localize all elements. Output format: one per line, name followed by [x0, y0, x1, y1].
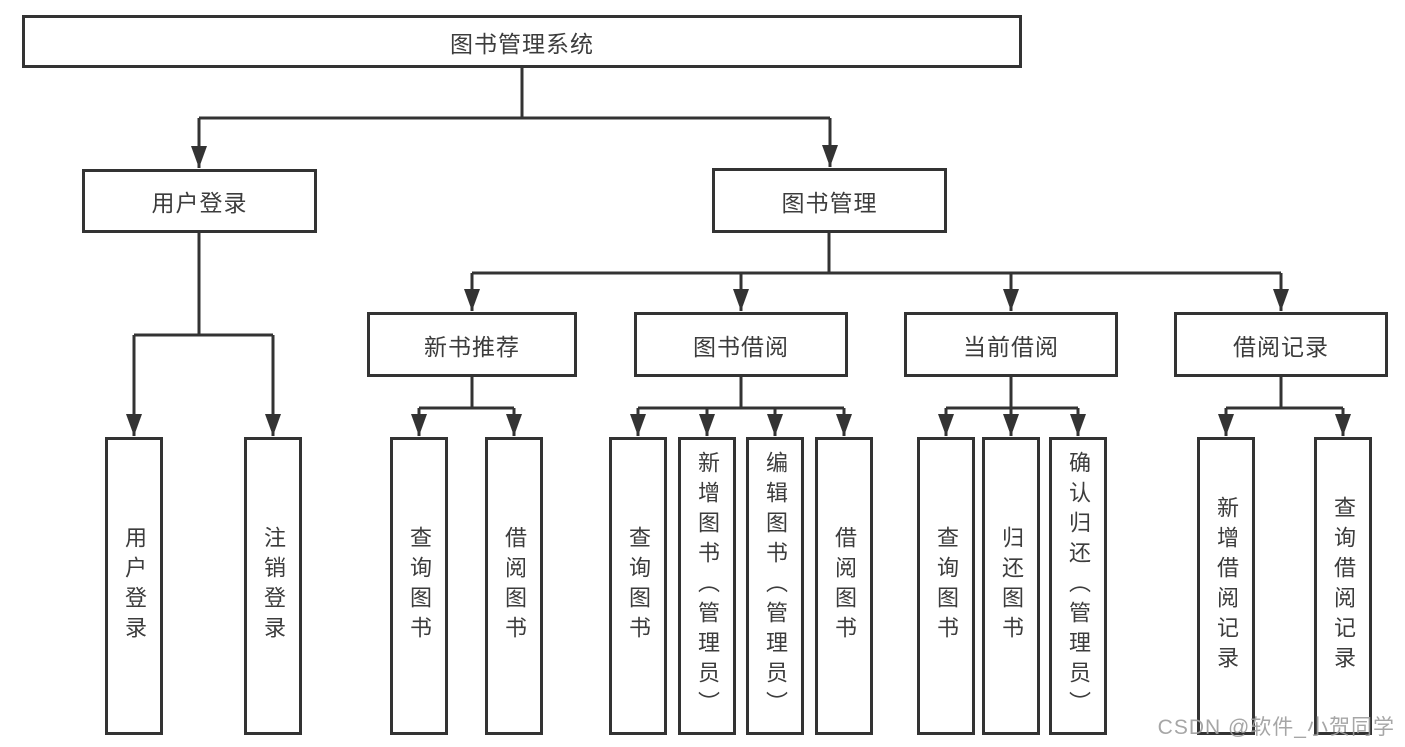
leaf-label: 新增图书（管理员） — [695, 451, 720, 721]
node-leaf-current-query-books: 查询图书 — [917, 437, 975, 735]
leaf-label: 新增借阅记录 — [1214, 496, 1239, 676]
node-leaf-add-books-admin: 新增图书（管理员） — [678, 437, 736, 735]
node-leaf-logout: 注销登录 — [244, 437, 302, 735]
watermark: CSDN @软件_小贺同学 — [1157, 716, 1395, 739]
node-leaf-query-borrow-record: 查询借阅记录 — [1314, 437, 1372, 735]
node-leaf-user-login: 用户登录 — [105, 437, 163, 735]
node-user-login: 用户登录 — [82, 169, 317, 233]
node-book-management: 图书管理 — [712, 168, 947, 233]
node-new-book-recommend: 新书推荐 — [367, 312, 577, 377]
leaf-label: 注销登录 — [261, 526, 286, 646]
node-leaf-edit-books-admin: 编辑图书（管理员） — [746, 437, 804, 735]
node-leaf-confirm-return-admin: 确认归还（管理员） — [1049, 437, 1107, 735]
leaf-label: 借阅图书 — [832, 526, 857, 646]
node-leaf-add-borrow-record: 新增借阅记录 — [1197, 437, 1255, 735]
node-leaf-borrow-books: 借阅图书 — [815, 437, 873, 735]
leaf-label: 编辑图书（管理员） — [763, 451, 788, 721]
leaf-label: 查询图书 — [626, 526, 651, 646]
node-leaf-recommend-query-books: 查询图书 — [390, 437, 448, 735]
leaf-label: 借阅图书 — [502, 526, 527, 646]
node-leaf-recommend-borrow-books: 借阅图书 — [485, 437, 543, 735]
leaf-label: 归还图书 — [999, 526, 1024, 646]
node-leaf-borrow-query-books: 查询图书 — [609, 437, 667, 735]
leaf-label: 确认归还（管理员） — [1066, 451, 1091, 721]
node-book-borrow: 图书借阅 — [634, 312, 848, 377]
leaf-label: 查询借阅记录 — [1331, 496, 1356, 676]
node-root: 图书管理系统 — [22, 15, 1022, 68]
node-borrow-records: 借阅记录 — [1174, 312, 1388, 377]
leaf-label: 查询图书 — [934, 526, 959, 646]
leaf-label: 查询图书 — [407, 526, 432, 646]
node-leaf-return-books: 归还图书 — [982, 437, 1040, 735]
leaf-label: 用户登录 — [122, 526, 147, 646]
node-current-borrow: 当前借阅 — [904, 312, 1118, 377]
